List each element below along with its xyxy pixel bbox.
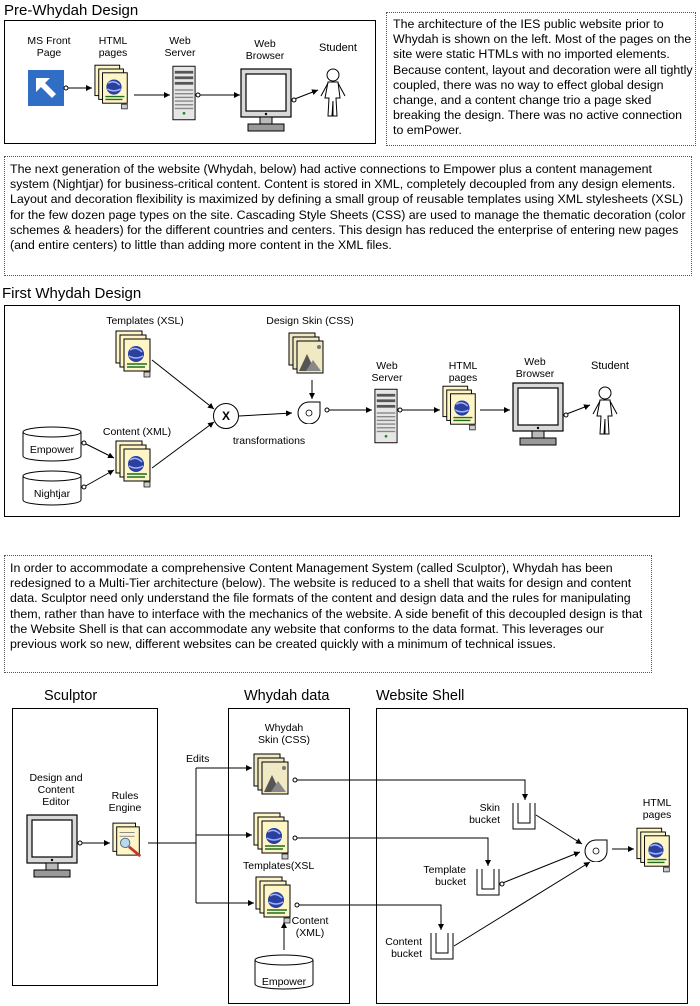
sculptor-empower-label: Empower	[261, 976, 307, 988]
arrow-content-to-bucket	[295, 904, 444, 930]
arrow-templates-to-bucket	[293, 837, 491, 866]
arrow-skin-to-bucket	[293, 779, 528, 800]
whydah-data-frame	[228, 708, 350, 1004]
sculptor-title: Sculptor	[44, 688, 98, 704]
first-html-pages-label: HTML pages	[448, 360, 478, 384]
transformations-label: transformations	[232, 435, 306, 447]
arrow-templates-to-x	[151, 359, 215, 410]
nightjar-label: Nightjar	[33, 488, 71, 500]
multi-tier-note: In order to accommodate a comprehensive …	[10, 561, 643, 652]
first-whydah-title: First Whydah Design	[2, 285, 142, 302]
website-shell-title: Website Shell	[376, 688, 465, 704]
first-student-label: Student	[591, 360, 629, 372]
content-xml-label: Content (XML)	[102, 426, 172, 438]
arrow-empower-to-content	[81, 441, 115, 459]
student-label: Student	[319, 42, 357, 54]
arrow-content-to-x	[151, 421, 215, 469]
web-server-label: Web Server	[164, 35, 196, 59]
rules-engine-label: Rules Engine	[108, 790, 142, 814]
whydah-skin-label: Whydah Skin (CSS)	[258, 722, 310, 746]
pre-whydah-note-box: The architecture of the IES public websi…	[386, 12, 696, 146]
templates-xsl-label: Templates (XSL)	[106, 315, 184, 327]
ms-front-page-label: MS Front Page	[27, 35, 71, 59]
content-bucket-label: Content bucket	[385, 936, 422, 960]
first-web-server-label: Web Server	[371, 360, 403, 384]
multi-tier-note-box: In order to accommodate a comprehensive …	[4, 555, 652, 673]
website-shell-frame	[376, 708, 688, 1004]
next-gen-note-box: The next generation of the website (Whyd…	[4, 156, 692, 276]
edits-label: Edits	[186, 753, 210, 765]
html-pages-label: HTML pages	[98, 35, 128, 59]
transform-op-x: X	[213, 403, 239, 429]
template-bucket-label: Template bucket	[423, 864, 466, 888]
first-whydah-frame	[4, 305, 680, 517]
design-editor-label: Design and Content Editor	[29, 772, 83, 808]
design-skin-css-label: Design Skin (CSS)	[266, 315, 354, 327]
arrow-browser-to-student-2	[563, 404, 591, 416]
arrow-template-bucket-to-engine	[499, 851, 581, 885]
shell-html-pages-label: HTML pages	[642, 797, 672, 821]
first-web-browser-label: Web Browser	[515, 356, 555, 380]
empower-label: Empower	[29, 444, 75, 456]
whydah-data-title: Whydah data	[244, 688, 330, 704]
arrow-nightjar-to-content	[81, 469, 115, 489]
pre-whydah-note: The architecture of the IES public websi…	[393, 17, 693, 138]
next-gen-note: The next generation of the website (Whyd…	[10, 162, 686, 253]
web-browser-label: Web Browser	[245, 38, 285, 62]
pre-whydah-title: Pre-Whydah Design	[4, 2, 139, 19]
arrow-content-bucket-to-engine	[453, 861, 591, 947]
sculptor-frame	[12, 708, 158, 986]
content-label: Content (XML)	[291, 915, 329, 939]
connector-dot	[63, 85, 69, 91]
arrow-browser-to-student	[291, 89, 319, 101]
skin-bucket-label: Skin bucket	[469, 802, 500, 826]
arrow-x-to-transform	[238, 410, 293, 417]
pre-whydah-frame	[4, 20, 376, 144]
templates-label: Templates(XSL	[243, 860, 315, 872]
arrow-skin-bucket-to-engine	[535, 814, 583, 845]
